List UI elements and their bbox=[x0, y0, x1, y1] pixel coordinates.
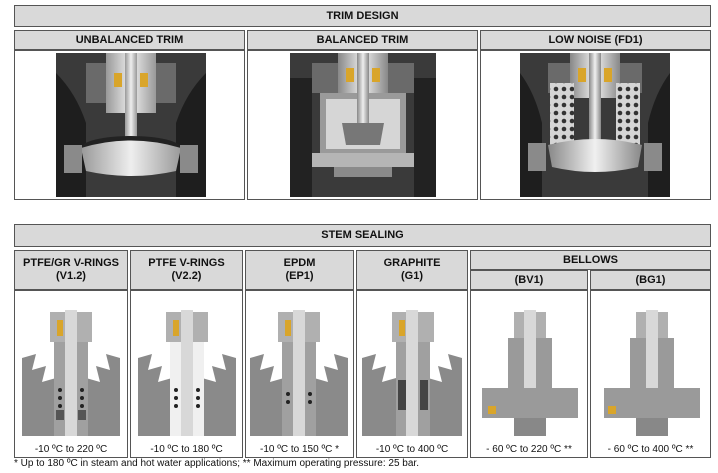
trim-header-balanced: BALANCED TRIM bbox=[247, 30, 478, 50]
seal-code: (EP1) bbox=[285, 270, 314, 282]
seal-code: (G1) bbox=[401, 270, 423, 282]
trim-design-title: TRIM DESIGN bbox=[14, 5, 711, 27]
seal-g1-image bbox=[362, 310, 462, 436]
unbalanced-trim-image bbox=[56, 53, 206, 197]
seal-temp-ep1: -10 ºC to 150 ºC * bbox=[259, 444, 339, 455]
seal-name: PTFE/GR V-RINGS bbox=[23, 257, 119, 269]
low-noise-trim-image bbox=[520, 53, 670, 197]
seal-temp-g1: -10 ºC to 400 ºC bbox=[375, 444, 449, 455]
seal-temp-bg1: - 60 ºC to 400 ºC ** bbox=[607, 444, 694, 455]
seal-header-g1: GRAPHITE (G1) bbox=[356, 250, 468, 290]
footnote: * Up to 180 ºC in steam and hot water ap… bbox=[14, 458, 419, 469]
seal-code: (V2.2) bbox=[171, 270, 202, 282]
seal-ep1-image bbox=[250, 310, 348, 436]
seal-bg1-image bbox=[604, 310, 700, 436]
seal-header-v12: PTFE/GR V-RINGS (V1.2) bbox=[14, 250, 128, 290]
seal-temp-v22: -10 ºC to 180 ºC bbox=[150, 444, 223, 455]
seal-name: GRAPHITE bbox=[383, 257, 441, 269]
trim-header-unbalanced: UNBALANCED TRIM bbox=[14, 30, 245, 50]
seal-header-v22: PTFE V-RINGS (V2.2) bbox=[130, 250, 243, 290]
bellows-header: BELLOWS bbox=[470, 250, 711, 270]
bellows-header-bg1: (BG1) bbox=[590, 270, 711, 290]
seal-name: PTFE V-RINGS bbox=[148, 257, 225, 269]
stem-sealing-title: STEM SEALING bbox=[14, 224, 711, 247]
balanced-trim-image bbox=[290, 53, 436, 197]
seal-header-ep1: EPDM (EP1) bbox=[245, 250, 354, 290]
seal-v12-image bbox=[22, 310, 120, 436]
seal-name: EPDM bbox=[283, 257, 316, 269]
seal-temp-v12: -10 ºC to 220 ºC bbox=[34, 444, 108, 455]
bellows-header-bv1: (BV1) bbox=[470, 270, 588, 290]
seal-v22-image bbox=[138, 310, 236, 436]
trim-header-low-noise: LOW NOISE (FD1) bbox=[480, 30, 711, 50]
seal-temp-bv1: - 60 ºC to 220 ºC ** bbox=[486, 444, 572, 455]
seal-bv1-image bbox=[482, 310, 578, 436]
seal-code: (V1.2) bbox=[56, 270, 86, 282]
